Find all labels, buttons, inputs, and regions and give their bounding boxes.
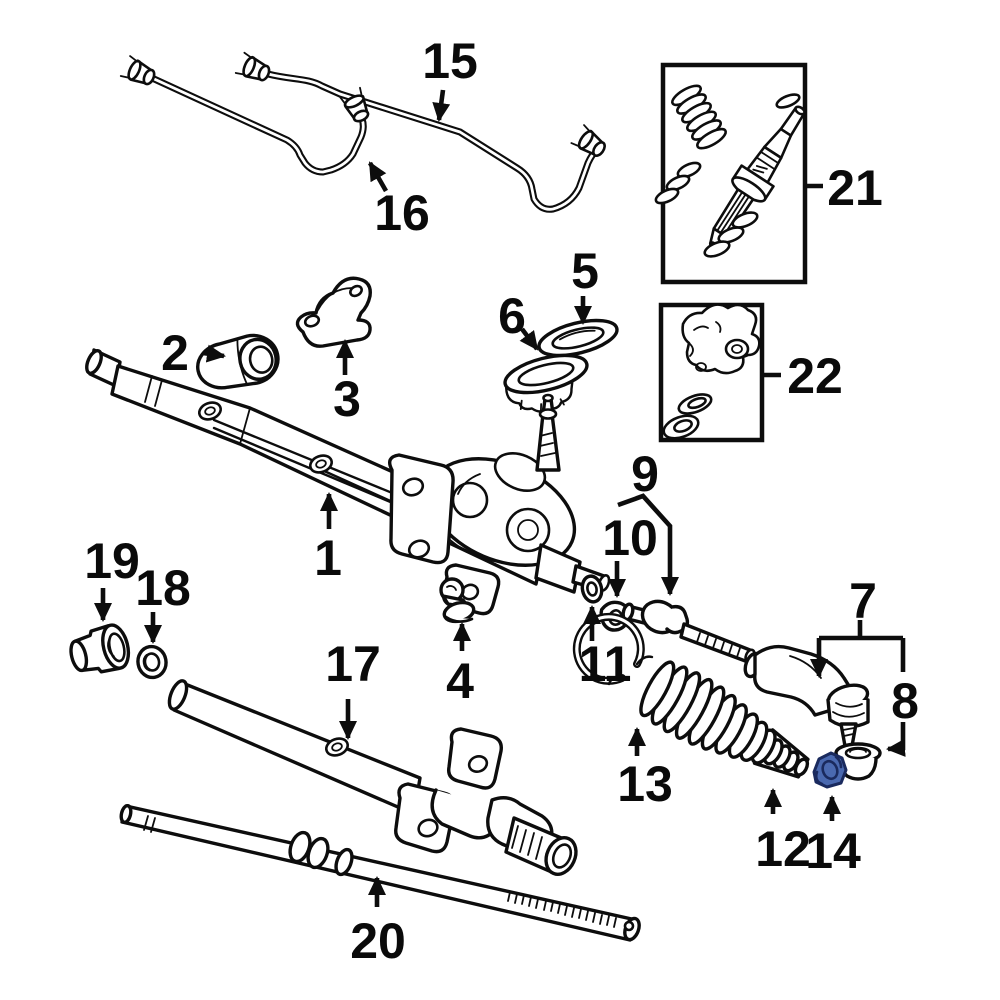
lower-housing-17 — [167, 679, 578, 876]
highlighted-lock-nut-14 — [812, 751, 848, 789]
rack-bar-20 — [119, 803, 641, 942]
seal-ring-icon — [775, 93, 801, 109]
valve-shaft-icon — [708, 105, 806, 249]
part-label-18: 18 — [135, 560, 191, 616]
part-label-9: 9 — [631, 446, 659, 502]
washers-icon — [703, 211, 759, 258]
outer-tie-rod-7 — [743, 644, 870, 748]
valve-seals-icon — [662, 393, 713, 440]
boot-clamp-13 — [572, 612, 654, 686]
part-label-14: 14 — [805, 823, 861, 879]
part-label-10: 10 — [602, 510, 658, 566]
callout-9 — [617, 493, 679, 596]
part-label-7: 7 — [849, 573, 877, 629]
part-label-21: 21 — [827, 160, 883, 216]
pipe-fitting-icon — [234, 51, 274, 87]
pipe-union-icon — [309, 454, 333, 474]
part-label-1: 1 — [314, 530, 342, 586]
part-labels: 1 2 3 4 5 6 7 8 9 10 11 12 13 14 15 16 1… — [84, 33, 919, 969]
valve-body-icon — [681, 303, 761, 375]
part-label-3: 3 — [333, 371, 361, 427]
part-label-2: 2 — [161, 325, 189, 381]
part-label-16: 16 — [374, 185, 430, 241]
rack-assembly-1 — [85, 348, 611, 616]
spring-icon — [671, 84, 727, 150]
steering-boot-12 — [639, 660, 810, 779]
dust-seal-8 — [834, 742, 882, 781]
callout-8 — [886, 722, 906, 757]
part-label-17: 17 — [325, 636, 381, 692]
part-label-19: 19 — [84, 533, 140, 589]
part-label-12: 12 — [755, 821, 811, 877]
mount-bushing-2 — [196, 333, 280, 390]
part-label-15: 15 — [422, 33, 478, 89]
o-rings-icon — [654, 161, 702, 205]
seal-washer-5 — [537, 318, 619, 358]
callout-2 — [202, 344, 226, 363]
part-label-22: 22 — [787, 348, 843, 404]
callout-16 — [368, 161, 388, 193]
part-label-5: 5 — [571, 243, 599, 299]
snap-ring-18 — [136, 644, 168, 680]
part-label-8: 8 — [891, 673, 919, 729]
callout-6 — [519, 327, 539, 351]
pipe-union-icon — [198, 401, 222, 421]
pipe-fitting-icon — [119, 54, 160, 91]
part-label-4: 4 — [446, 653, 474, 709]
part-label-11: 11 — [579, 636, 632, 692]
cap-seal-6 — [503, 353, 589, 413]
return-pipe-16 — [119, 54, 375, 176]
washer-11 — [580, 574, 604, 604]
pipe-union-icon — [325, 737, 349, 757]
part-label-20: 20 — [350, 913, 406, 969]
callout-7 — [819, 620, 906, 672]
kit-box-22 — [658, 302, 765, 443]
kit-box-21 — [654, 62, 808, 285]
part-label-6: 6 — [498, 288, 526, 344]
mount-bracket-3 — [295, 276, 372, 348]
feed-pipe-15 — [234, 51, 611, 213]
callout-15 — [432, 89, 451, 122]
bushing-19 — [69, 623, 131, 674]
callout-lines — [94, 89, 906, 907]
part-label-13: 13 — [617, 756, 673, 812]
rack-guide-4 — [439, 577, 476, 624]
